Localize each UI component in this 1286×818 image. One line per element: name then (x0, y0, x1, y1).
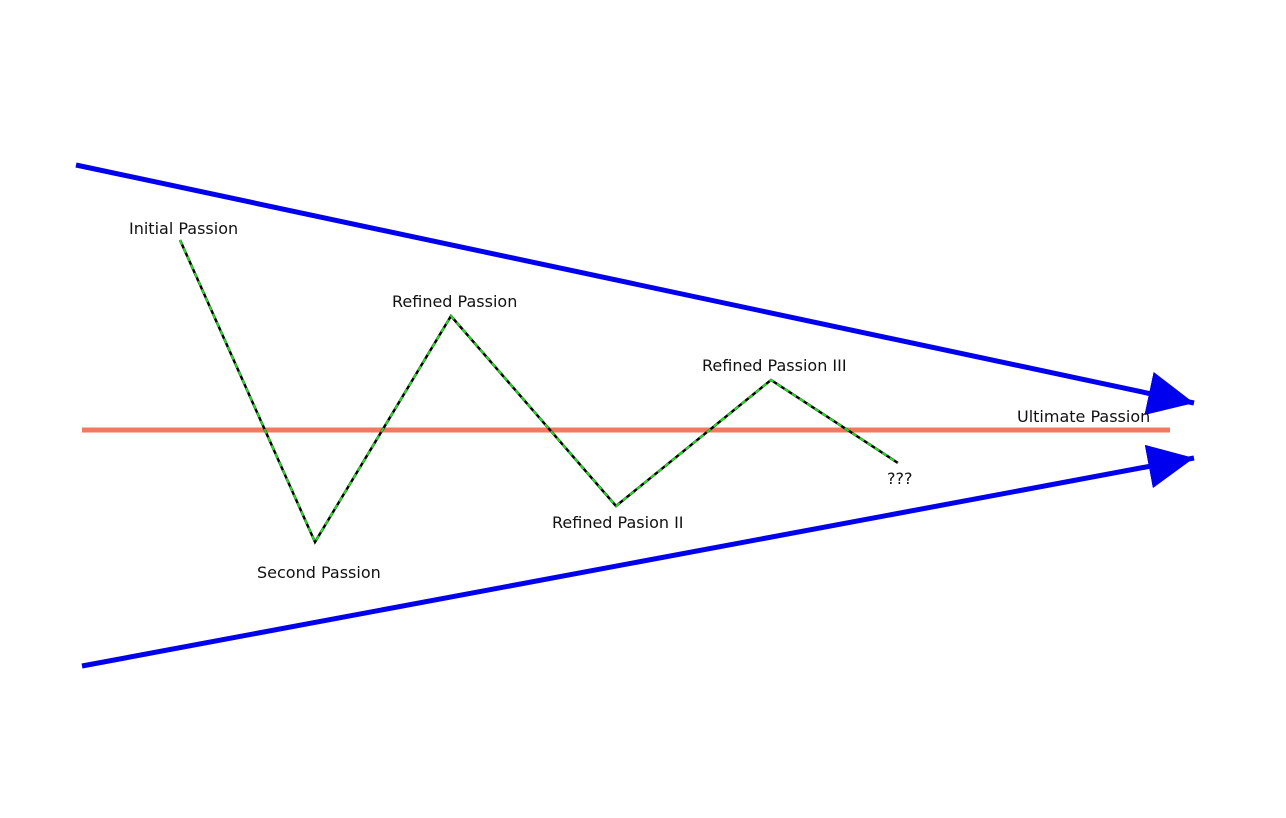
lower-convergence-arrow (81, 444, 1195, 669)
upper-convergence-arrow (75, 162, 1195, 415)
label-unknown-next: ??? (887, 469, 912, 488)
label-second-passion: Second Passion (257, 563, 381, 582)
label-refined-passion-3: Refined Passion III (702, 356, 847, 375)
label-refined-passion-2: Refined Pasion II (552, 513, 684, 532)
label-refined-passion: Refined Passion (392, 292, 517, 311)
label-initial-passion: Initial Passion (129, 219, 238, 238)
passion-path-base (178, 239, 899, 545)
label-ultimate-passion: Ultimate Passion (1017, 407, 1150, 426)
passion-path-dashes (179, 239, 899, 545)
